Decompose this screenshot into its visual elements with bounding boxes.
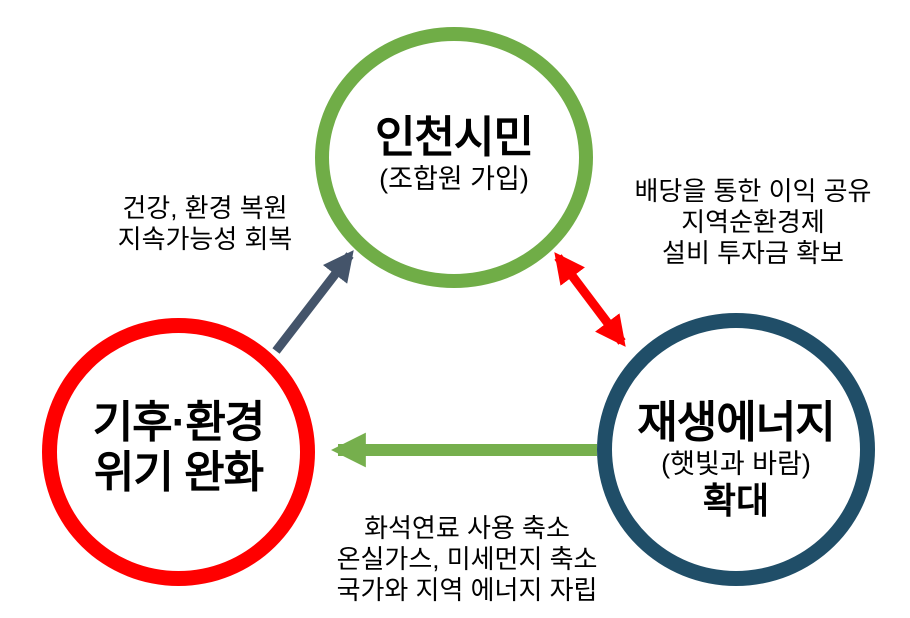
label-right-line-1: 배당을 통한 이익 공유 <box>634 176 872 206</box>
label-bottom-line-2: 온실가스, 미세먼지 축소 <box>336 544 598 574</box>
label-fossil-fuel-reduction: 화석연료 사용 축소 온실가스, 미세먼지 축소 국가와 지역 에너지 자립 <box>310 513 624 606</box>
label-profit-sharing: 배당을 통한 이익 공유 지역순환경제 설비 투자금 확보 <box>600 176 906 269</box>
node-incheon-citizens: 인천시민 (조합원 가입) <box>315 27 593 288</box>
label-left-line-2: 지속가능성 회복 <box>117 224 293 254</box>
climate-title-line1: 기후·환경 <box>92 398 266 447</box>
label-right-line-3: 설비 투자금 확보 <box>662 238 844 268</box>
label-right-line-2: 지역순환경제 <box>681 207 825 237</box>
node-incheon-citizens-text: 인천시민 (조합원 가입) <box>375 112 534 195</box>
node-climate-crisis: 기후·환경 위기 완화 <box>42 318 315 586</box>
label-left-line-1: 건강, 환경 복원 <box>122 193 288 223</box>
renewable-title: 재생에너지 <box>637 397 835 447</box>
label-health-restoration: 건강, 환경 복원 지속가능성 회복 <box>60 193 350 255</box>
renewable-subtitle: (햇빛과 바람) <box>661 448 811 479</box>
citizens-subtitle: (조합원 가입) <box>379 163 529 194</box>
renewable-emphasis: 확대 <box>702 479 770 521</box>
node-renewable-energy: 재생에너지 (햇빛과 바람) 확대 <box>597 313 875 586</box>
label-bottom-line-1: 화석연료 사용 축소 <box>364 513 570 543</box>
arrow-climate-to-citizens <box>272 250 354 354</box>
label-bottom-line-3: 국가와 지역 에너지 자립 <box>336 575 598 605</box>
node-renewable-energy-text: 재생에너지 (햇빛과 바람) 확대 <box>637 397 835 522</box>
climate-title-line2: 위기 완화 <box>93 448 264 497</box>
arrow-citizens-renewable-bidirectional <box>554 252 626 347</box>
citizens-title: 인천시민 <box>375 112 534 162</box>
node-climate-crisis-text: 기후·환경 위기 완화 <box>92 398 266 498</box>
